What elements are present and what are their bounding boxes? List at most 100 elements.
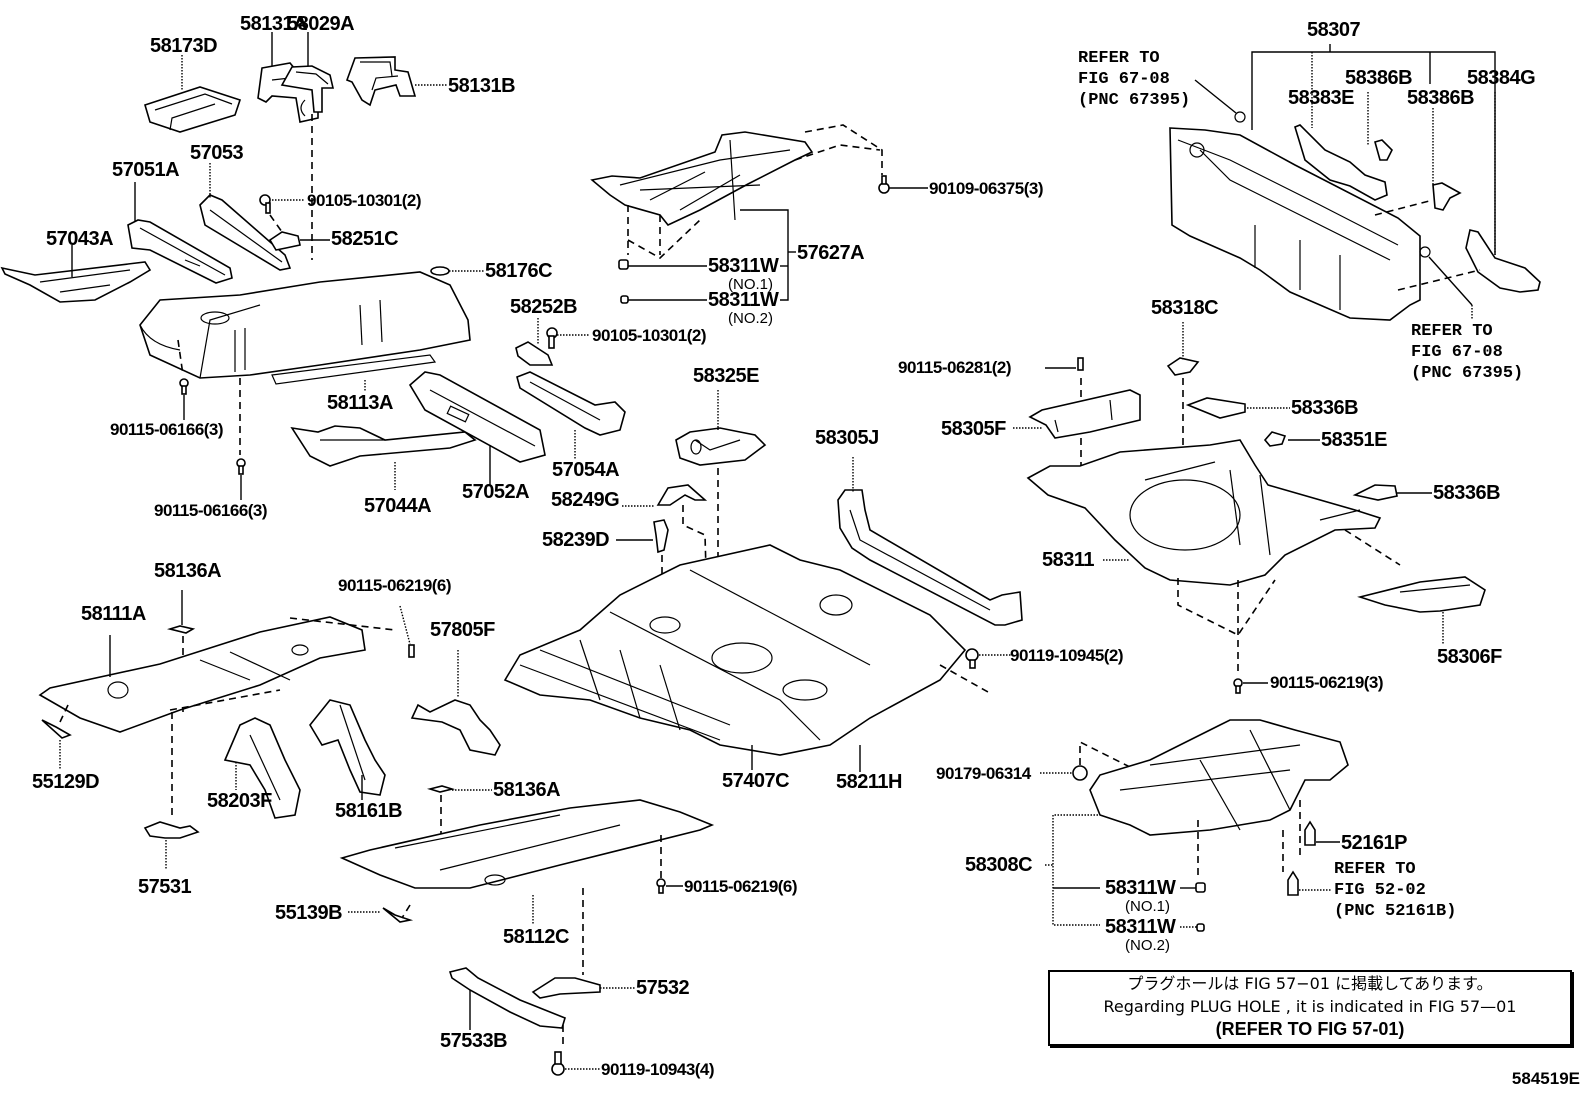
bolt-90105-10301-lower xyxy=(546,327,558,349)
part-label-58176C[interactable]: 58176C xyxy=(485,260,553,282)
part-58386B-lower-drawing xyxy=(1432,182,1462,211)
part-58251C-drawing xyxy=(268,231,301,251)
part-57054A-drawing xyxy=(516,371,626,436)
bolt-label-90115-06281[interactable]: 90115-06281(2) xyxy=(898,358,1012,377)
part-label-58318C[interactable]: 58318C xyxy=(1151,297,1219,319)
part-58305J-drawing xyxy=(837,489,1023,626)
bolt-label-90115-06219-center[interactable]: 90115-06219(6) xyxy=(684,877,798,896)
part-57531-drawing xyxy=(143,821,200,839)
part-label-58131B[interactable]: 58131B xyxy=(448,75,516,97)
part-label-55129D[interactable]: 55129D xyxy=(32,771,100,793)
part-58325E-drawing xyxy=(675,427,767,466)
bolt-label-90119-10943[interactable]: 90119-10943(4) xyxy=(601,1060,715,1079)
part-label-57043A[interactable]: 57043A xyxy=(46,228,114,250)
part-57052A-drawing xyxy=(408,371,546,463)
part-label-58384G[interactable]: 58384G xyxy=(1467,67,1536,89)
part-label-58252B[interactable]: 58252B xyxy=(510,296,578,318)
part-label-58305F[interactable]: 58305F xyxy=(941,418,1006,440)
bolt-label-90115-06219-left[interactable]: 90115-06219(6) xyxy=(338,576,452,595)
part-58318C-drawing xyxy=(1166,357,1200,376)
part-58113A-drawing xyxy=(139,271,471,385)
part-58203F-drawing xyxy=(223,717,301,819)
part-label-57531[interactable]: 57531 xyxy=(138,876,192,898)
bolt-90105-10301-upper xyxy=(259,194,271,214)
bolt-label-90119-10945[interactable]: 90119-10945(2) xyxy=(1010,646,1124,665)
part-label-57052A[interactable]: 57052A xyxy=(462,481,530,503)
part-58161B-drawing xyxy=(309,699,386,796)
part-label-57044A[interactable]: 57044A xyxy=(364,495,432,517)
part-label-58112C[interactable]: 58112C xyxy=(503,926,569,948)
part-label-58113A[interactable]: 58113A xyxy=(327,392,393,414)
part-label-58203F[interactable]: 58203F xyxy=(207,790,272,812)
part-label-58305J[interactable]: 58305J xyxy=(815,427,879,449)
part-label-57805F[interactable]: 57805F xyxy=(430,619,495,641)
part-label-58251C[interactable]: 58251C xyxy=(331,228,399,250)
bolt-90115-06219-left xyxy=(408,644,415,658)
reference-fig-67-08-top[interactable]: REFER TO FIG 67-08 (PNC 67395) xyxy=(1078,49,1191,110)
part-label-55139B[interactable]: 55139B xyxy=(275,902,343,924)
part-label-58311W-no1-upper[interactable]: 58311W xyxy=(708,255,779,277)
part-label-58161B[interactable]: 58161B xyxy=(335,800,403,822)
part-sublabel-no1-lower: (NO.1) xyxy=(1125,898,1170,915)
bolt-label-90105-10301-upper[interactable]: 90105-10301(2) xyxy=(307,191,421,210)
clip-58311W-no2-lower xyxy=(1196,923,1205,932)
part-label-52161P[interactable]: 52161P xyxy=(1341,832,1407,854)
part-58131B-drawing xyxy=(345,56,417,107)
part-label-58249G[interactable]: 58249G xyxy=(551,489,620,511)
part-label-58306F[interactable]: 58306F xyxy=(1437,646,1502,668)
reference-fig-67-08-bottom[interactable]: REFER TO FIG 67-08 (PNC 67395) xyxy=(1411,322,1524,383)
part-57044A-drawing xyxy=(290,425,477,467)
part-label-58311W-no1-lower[interactable]: 58311W xyxy=(1105,877,1176,899)
part-label-58308C[interactable]: 58308C xyxy=(965,854,1033,876)
part-label-57053[interactable]: 57053 xyxy=(190,142,244,164)
part-label-57532[interactable]: 57532 xyxy=(636,977,690,999)
clip-58311W-no1-upper xyxy=(618,259,629,270)
part-label-58325E[interactable]: 58325E xyxy=(693,365,759,387)
bolt-90115-06166-a xyxy=(179,378,189,395)
part-label-57533B[interactable]: 57533B xyxy=(440,1030,508,1052)
part-label-58131A[interactable]: 58131A xyxy=(240,13,308,35)
part-58307-drawing xyxy=(1169,127,1421,321)
part-label-58029A[interactable]: 58029A xyxy=(287,13,355,35)
bolt-label-90109-06375[interactable]: 90109-06375(3) xyxy=(929,179,1043,198)
part-label-58136A-lower[interactable]: 58136A xyxy=(493,779,561,801)
part-label-58136A-upper[interactable]: 58136A xyxy=(154,560,222,582)
part-label-58386B-lower[interactable]: 58386B xyxy=(1407,87,1475,109)
clip-52161P xyxy=(1304,820,1316,846)
part-label-58386B-upper[interactable]: 58386B xyxy=(1345,67,1413,89)
part-label-58173D[interactable]: 58173D xyxy=(150,35,218,57)
part-label-58351E[interactable]: 58351E xyxy=(1321,429,1387,451)
part-label-57051A[interactable]: 57051A xyxy=(112,159,180,181)
part-57407C-drawing xyxy=(503,544,967,756)
note-reference[interactable]: (REFER TO FIG 57-01) xyxy=(1215,1019,1405,1039)
plug-hole-note: プラグホールは FIG 57−01 に掲載してあります。 Regarding P… xyxy=(1048,970,1572,1046)
part-label-58336B-lower[interactable]: 58336B xyxy=(1433,482,1501,504)
part-label-58311[interactable]: 58311 xyxy=(1042,549,1095,571)
bolt-label-90115-06219-rear[interactable]: 90115-06219(3) xyxy=(1270,673,1384,692)
bolt-label-90105-10301-lower[interactable]: 90105-10301(2) xyxy=(592,326,706,345)
part-57533B-drawing xyxy=(448,967,566,1029)
part-label-58383E[interactable]: 58383E xyxy=(1288,87,1354,109)
bolt-label-90115-06166-b[interactable]: 90115-06166(3) xyxy=(154,501,268,520)
note-english: Regarding PLUG HOLE , it is indicated in… xyxy=(1103,997,1517,1016)
part-58308C-drawing xyxy=(1089,719,1349,836)
part-label-57627A[interactable]: 57627A xyxy=(797,242,865,264)
bolt-label-90115-06166-a[interactable]: 90115-06166(3) xyxy=(110,420,224,439)
bolt-90115-06281 xyxy=(1077,357,1084,371)
part-label-58311W-no2-upper[interactable]: 58311W xyxy=(708,289,779,311)
part-sublabel-no2-lower: (NO.2) xyxy=(1125,937,1170,954)
part-label-58336B-upper[interactable]: 58336B xyxy=(1291,397,1359,419)
part-label-58111A[interactable]: 58111A xyxy=(81,603,146,625)
part-label-58239D[interactable]: 58239D xyxy=(542,529,610,551)
part-label-58211H[interactable]: 58211H xyxy=(836,771,902,793)
part-label-57407C[interactable]: 57407C xyxy=(722,770,790,792)
part-58111A-drawing xyxy=(38,616,366,733)
part-label-58311W-no2-lower[interactable]: 58311W xyxy=(1105,916,1176,938)
part-58136A-lower-drawing xyxy=(426,785,456,793)
reference-fig-52-02[interactable]: REFER TO FIG 52-02 (PNC 52161B) xyxy=(1334,860,1457,921)
figure-id: 584519E xyxy=(1511,1069,1580,1088)
part-label-58307[interactable]: 58307 xyxy=(1307,19,1361,41)
nut-label-90179-06314[interactable]: 90179-06314 xyxy=(936,764,1031,783)
part-label-57054A[interactable]: 57054A xyxy=(552,459,620,481)
part-58383E-drawing xyxy=(1294,124,1388,201)
